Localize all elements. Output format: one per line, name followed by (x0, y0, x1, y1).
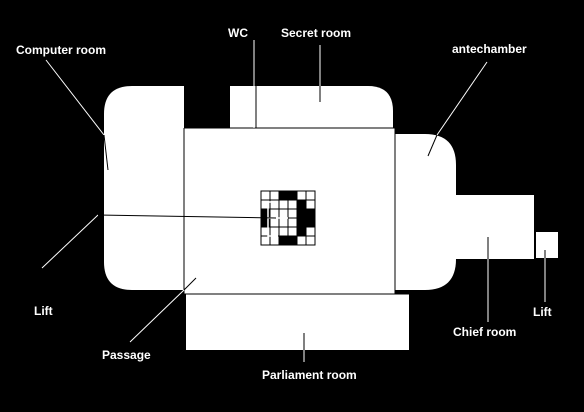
rooms (104, 86, 558, 350)
label-antechamber: antechamber (452, 42, 527, 56)
secret-room-shape (256, 86, 393, 128)
label-chief-room: Chief room (453, 325, 516, 339)
leader-passage (129, 289, 185, 343)
leader-lift-left-inner (97, 214, 277, 219)
leader-passage-inner (183, 277, 197, 291)
label-wc: WC (228, 26, 248, 40)
label-computer-room: Computer room (16, 43, 106, 57)
antechamber-room-shape (395, 134, 456, 290)
leader-computer-room-inner (103, 134, 109, 171)
label-lift-right: Lift (533, 305, 552, 319)
parliament-room-shape (186, 294, 409, 350)
label-secret-room: Secret room (281, 26, 351, 40)
label-parliament-room: Parliament room (262, 368, 357, 382)
leader-computer-room (45, 59, 105, 136)
computer-room-shape (104, 86, 184, 290)
room-labels: WC Secret room Computer room antechamber… (16, 26, 552, 382)
chief-room-shape (456, 195, 534, 259)
label-lift-left: Lift (34, 304, 53, 318)
lift-right-shape (536, 232, 558, 258)
leader-lines (41, 40, 546, 362)
label-passage: Passage (102, 348, 151, 362)
leader-antechamber-inner (427, 134, 438, 157)
wc-room-shape (230, 86, 256, 128)
leader-lift-left (41, 214, 99, 269)
wall-lines (183, 86, 409, 295)
leader-antechamber (436, 61, 488, 136)
